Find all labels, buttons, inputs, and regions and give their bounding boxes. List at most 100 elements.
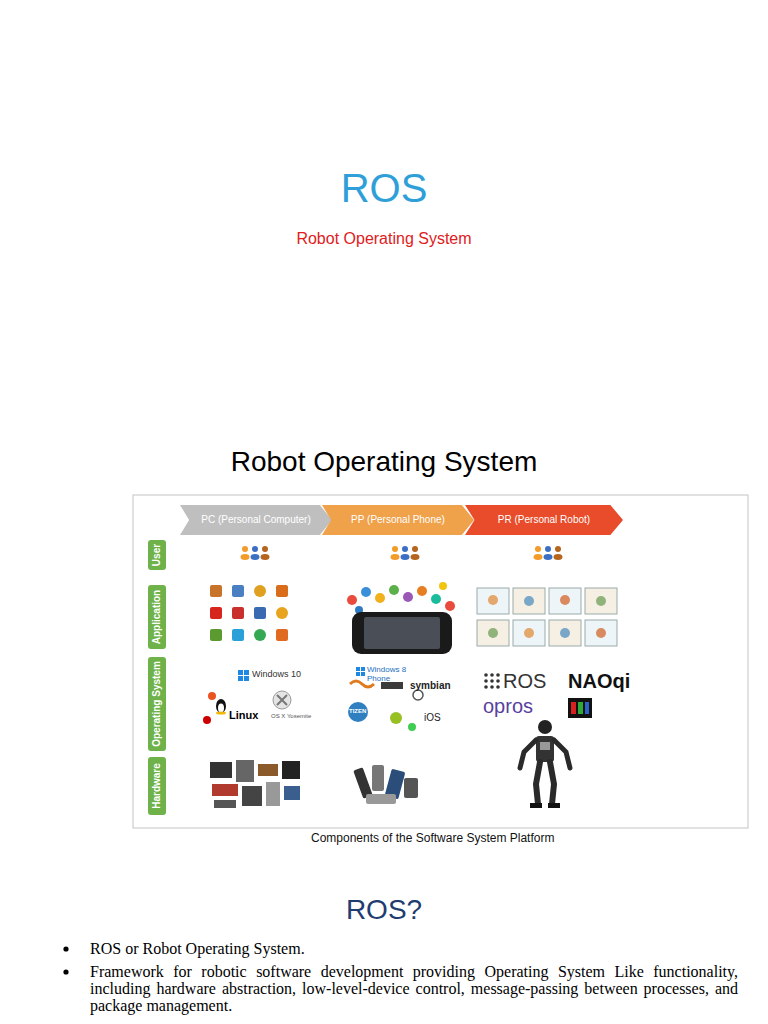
layer-label: User [151, 544, 163, 566]
user-head [402, 546, 408, 552]
user-head [412, 546, 418, 552]
robot-os-name: ROS [503, 669, 546, 693]
hardware-part [266, 782, 280, 806]
scenario-figure [524, 596, 534, 606]
hardware-part [210, 762, 232, 778]
windows-logo-pane [356, 672, 360, 676]
phone-body [352, 612, 452, 654]
user-head [262, 546, 268, 552]
rt-logo-bar [578, 702, 583, 714]
windows-logo-pane [244, 670, 249, 675]
distro-logo [208, 692, 216, 700]
robot-arm [520, 740, 536, 768]
phone-hardware-collage [353, 765, 418, 804]
chevron-fill [180, 505, 332, 535]
hardware-part [212, 784, 238, 796]
ros-dot [490, 673, 494, 677]
rt-logo [568, 698, 592, 718]
ros-dot [484, 685, 488, 689]
robot-torso [536, 736, 554, 762]
hardware-part [242, 786, 262, 806]
phone-part [372, 765, 384, 791]
app-icon [210, 607, 222, 619]
app-icon [254, 607, 266, 619]
scenario-panel [585, 620, 617, 646]
os-name: symbian [410, 680, 451, 692]
user-body [544, 554, 553, 560]
robot-os-name: opros [483, 694, 533, 718]
app-bubble [417, 586, 427, 596]
app-icon [232, 585, 244, 597]
pc-app-icons [210, 585, 288, 641]
hardware-part [236, 760, 254, 782]
user-head [242, 546, 248, 552]
bullet-text: Framework for robotic software developme… [90, 963, 738, 1014]
scenario-figure [560, 628, 570, 638]
android-logo [390, 712, 402, 724]
robot-os-name: NAOqi [568, 669, 630, 693]
header-label: PC (Personal Computer) [201, 514, 310, 526]
windows-logo-pane [238, 670, 243, 675]
linux-penguin-feet [216, 712, 226, 715]
qt-logo [408, 723, 416, 731]
chevron-fill [322, 505, 474, 535]
scenario-panel [585, 588, 617, 614]
phone-part [404, 778, 418, 798]
os-logo-nine [413, 690, 423, 700]
robot-foot [548, 803, 560, 808]
os-name: Windows 8 Phone [367, 665, 411, 683]
layer-label: Hardware [151, 763, 163, 809]
header-label: PR (Personal Robot) [498, 514, 590, 526]
ros-dot [496, 679, 500, 683]
hardware-part [282, 761, 300, 779]
app-icon [276, 607, 288, 619]
app-icon [210, 585, 222, 597]
slide-title: ROS [0, 164, 768, 212]
app-bubble [375, 593, 385, 603]
robot-arm [554, 740, 570, 768]
user-body [251, 554, 260, 560]
user-head [555, 546, 561, 552]
phone-part [366, 794, 396, 804]
os-name: Windows 10 [252, 669, 301, 680]
ros-dot [490, 679, 494, 683]
ros-dot [496, 673, 500, 677]
scenario-panel [549, 620, 581, 646]
scenario-figure [596, 628, 606, 638]
header-label: PP (Personal Phone) [351, 514, 445, 526]
os-name: TIZEN [349, 708, 366, 715]
phone-screen [364, 617, 440, 649]
layer-label: Application [151, 590, 163, 644]
layer-tab: Application [148, 585, 166, 649]
phone-apps-illustration [347, 582, 455, 654]
robot-leg [550, 762, 554, 804]
tizen-badge [348, 702, 368, 722]
app-icon [254, 629, 266, 641]
app-bubble [361, 587, 371, 597]
scenario-panel [513, 588, 545, 614]
user-body [241, 554, 250, 560]
user-body [261, 554, 270, 560]
header-chevron: PP (Personal Phone) [322, 505, 474, 535]
app-bubble [389, 585, 399, 595]
robot-chest [540, 742, 550, 750]
windows-logo-pane [356, 667, 360, 671]
bullet-dot [63, 969, 68, 974]
hardware-part [258, 764, 278, 776]
ros-dot [496, 685, 500, 689]
robot-head [538, 720, 552, 734]
section-heading: Robot Operating System [0, 445, 768, 479]
layer-tab: Hardware [148, 757, 166, 815]
user-icons [241, 546, 563, 560]
distro-logo [203, 716, 211, 724]
app-bubble [439, 582, 447, 590]
rt-logo-bar [585, 702, 589, 714]
scenario-figure [560, 595, 570, 605]
rim-logo [381, 682, 403, 689]
osx-logo [273, 691, 291, 709]
ros-dot [484, 673, 488, 677]
linux-penguin-belly [218, 704, 224, 713]
header-chevron: PC (Personal Computer) [180, 505, 332, 535]
app-bubble [403, 592, 413, 602]
